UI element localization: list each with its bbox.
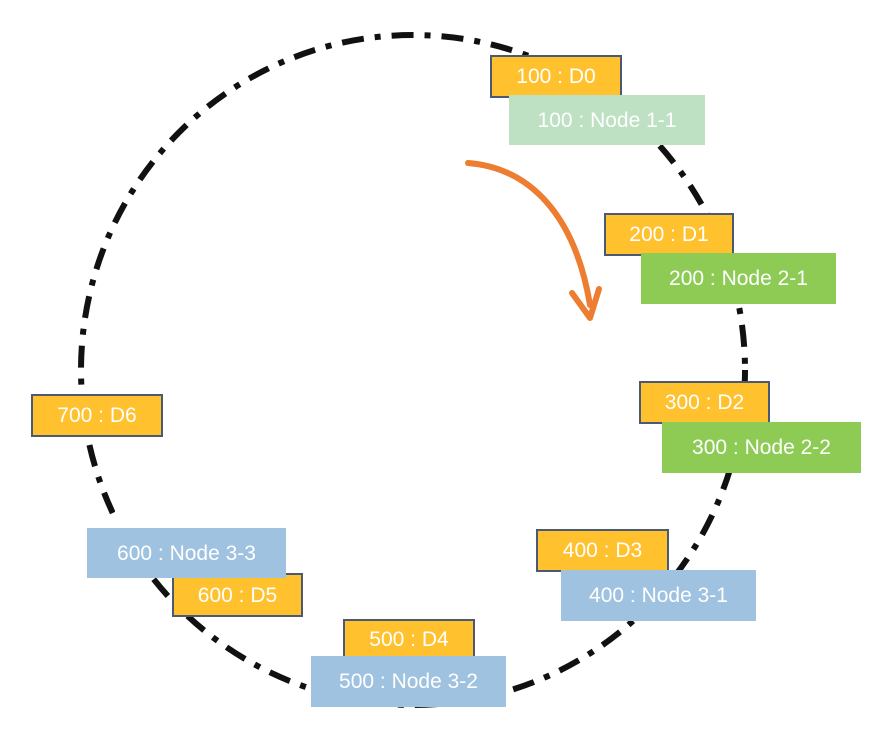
data-d6-label: 700 : D6 <box>57 404 137 427</box>
node-1-1: 100 : Node 1-1 <box>509 95 705 145</box>
data-d2-label: 300 : D2 <box>664 391 745 414</box>
node-1-1-label: 100 : Node 1-1 <box>537 108 677 132</box>
node-2-1: 200 : Node 2-1 <box>641 253 836 304</box>
node-2-2: 300 : Node 2-2 <box>662 422 861 473</box>
data-d5: 600 : D5 <box>172 573 303 617</box>
data-d0: 100 : D0 <box>490 55 622 98</box>
data-d5-label: 600 : D5 <box>197 583 278 607</box>
data-d1-label: 200 : D1 <box>629 223 709 246</box>
node-3-1: 400 : Node 3-1 <box>561 570 756 621</box>
hash-ring <box>78 32 748 708</box>
data-d1: 200 : D1 <box>604 213 734 256</box>
data-d3: 400 : D3 <box>536 529 669 572</box>
clockwise-arrow-icon <box>465 160 593 308</box>
node-3-3: 600 : Node 3-3 <box>87 528 286 578</box>
node-3-2: 500 : Node 3-2 <box>311 656 506 707</box>
data-d0-label: 100 : D0 <box>516 65 596 88</box>
data-d4: 500 : D4 <box>343 619 475 659</box>
node-3-3-label: 600 : Node 3-3 <box>117 541 256 565</box>
data-d4-label: 500 : D4 <box>369 627 449 651</box>
node-3-2-label: 500 : Node 3-2 <box>339 670 478 693</box>
node-3-1-label: 400 : Node 3-1 <box>589 584 728 607</box>
data-d6: 700 : D6 <box>31 394 163 437</box>
data-d3-label: 400 : D3 <box>562 539 643 562</box>
clockwise-arrow-head-icon <box>569 286 602 321</box>
node-2-2-label: 300 : Node 2-2 <box>692 436 831 459</box>
node-2-1-label: 200 : Node 2-1 <box>669 267 808 290</box>
data-d2: 300 : D2 <box>639 381 770 424</box>
